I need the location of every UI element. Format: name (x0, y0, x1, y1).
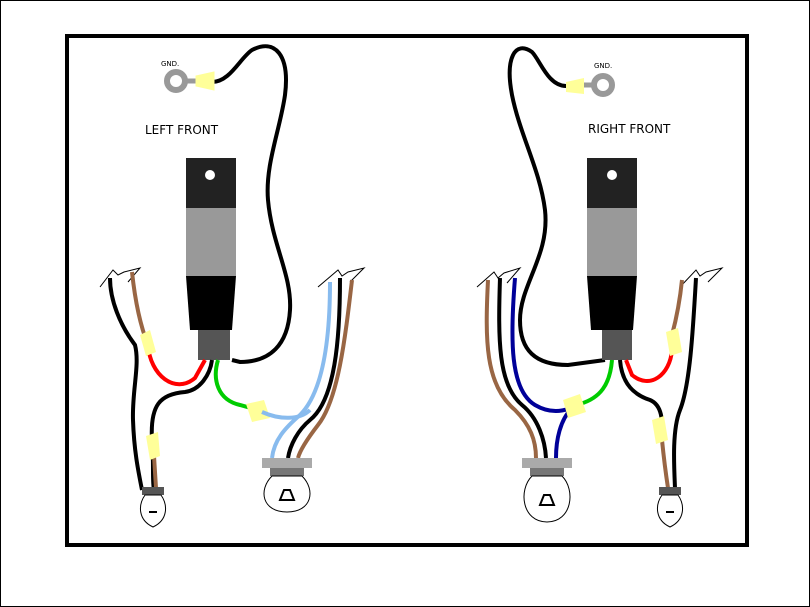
right-harness-black-wire (672, 277, 698, 489)
left-splice-brown-red (140, 330, 156, 356)
right-dark-blue-wire (510, 277, 573, 413)
left-green-wire (213, 359, 259, 412)
left-front-assembly: GND. LEFT FRONT (99, 44, 366, 528)
right-socket-base (602, 330, 632, 360)
right-harness-break-left (476, 266, 522, 288)
left-big-bulb-filament (278, 489, 296, 501)
right-ground-wire (507, 46, 606, 368)
left-big-bulb-neck (270, 468, 304, 476)
left-socket-base (198, 330, 230, 360)
left-splice-small-bulb (146, 432, 160, 460)
left-gnd-label: GND. (161, 60, 179, 68)
right-harness-brown-wire (670, 279, 684, 336)
left-harness-brown-to-big-bulb (296, 279, 354, 459)
right-green-wire (579, 359, 614, 406)
right-socket-top (587, 158, 637, 208)
right-socket-collar (587, 276, 637, 330)
left-light-blue-wire (270, 281, 332, 459)
right-big-bulb-filament (538, 494, 556, 506)
right-splice-small-bulb (652, 416, 668, 444)
left-socket-hole (205, 170, 215, 180)
left-big-bulb-base (262, 458, 312, 468)
left-harness-break-right (317, 267, 366, 288)
left-ground-ring (164, 69, 188, 93)
right-big-bulb-base (522, 458, 572, 468)
right-ground-ring (591, 73, 615, 97)
right-socket-body (587, 208, 637, 276)
right-ground-splice (566, 78, 584, 94)
left-black-to-small-bulb (149, 359, 214, 491)
right-socket-hole (607, 170, 617, 180)
left-socket-body (186, 208, 236, 276)
left-ground-wire (211, 44, 293, 365)
right-splice-brown-red (666, 328, 682, 356)
right-big-bulb-neck (530, 468, 564, 476)
left-socket-collar (186, 276, 236, 330)
right-small-bulb-base (659, 487, 681, 495)
left-socket-top (186, 158, 236, 208)
diagram-frame (65, 34, 749, 547)
right-harness-brown-to-big-bulb (484, 279, 538, 459)
left-harness-black-wire (108, 277, 144, 491)
right-front-title: RIGHT FRONT (588, 122, 671, 136)
right-harness-black-to-big-bulb (497, 277, 548, 459)
left-big-bulb-glass (263, 475, 311, 513)
right-splice-green-blue (563, 394, 586, 418)
left-splice-green-blue (246, 400, 270, 422)
left-red-wire (146, 344, 207, 387)
left-light-blue-splice-wire (261, 408, 312, 420)
right-front-assembly: GND. RIGHT FRONT (476, 46, 724, 528)
right-brown-to-small-bulb (660, 439, 670, 489)
left-harness-black-to-big-bulb (286, 277, 342, 459)
left-harness-break-left (99, 267, 142, 288)
right-harness-break-right (679, 267, 724, 288)
right-red-wire (624, 349, 674, 383)
left-front-title: LEFT FRONT (145, 123, 219, 137)
left-small-bulb-base (142, 487, 164, 495)
right-gnd-label: GND. (594, 62, 612, 70)
left-ground-splice (195, 71, 215, 91)
right-big-bulb-glass (523, 475, 571, 523)
